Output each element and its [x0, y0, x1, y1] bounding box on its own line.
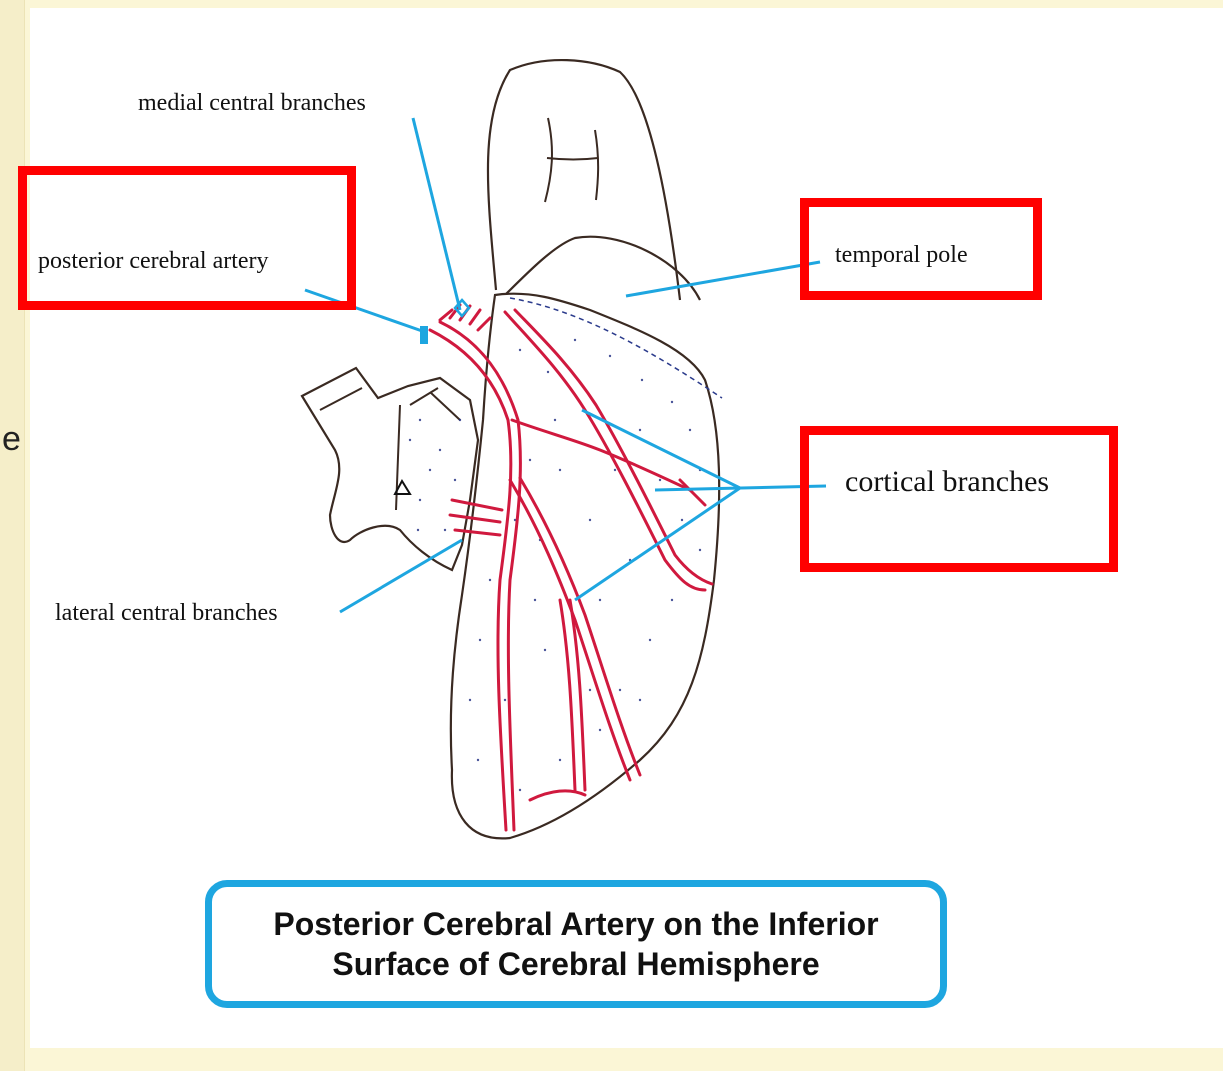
olfactory-sulcus [545, 118, 598, 202]
caption-line-2: Surface of Cerebral Hemisphere [332, 944, 819, 984]
highlight-box-cortical-branches [800, 426, 1118, 572]
leader-medial-central [413, 118, 460, 310]
pca-marker-icon [420, 326, 428, 344]
leader-temporal-pole [626, 262, 820, 296]
leader-lateral-central [340, 540, 462, 612]
brainstem-outline [302, 368, 478, 570]
highlight-box-posterior-cerebral-artery [18, 166, 356, 310]
frontal-lobe-outline [488, 60, 680, 300]
label-posterior-cerebral-artery: posterior cerebral artery [38, 248, 269, 275]
label-cortical-branches: cortical branches [845, 465, 1049, 499]
diagram-caption: Posterior Cerebral Artery on the Inferio… [205, 880, 947, 1008]
temporal-pole-outline [500, 237, 700, 300]
caption-line-1: Posterior Cerebral Artery on the Inferio… [273, 904, 878, 944]
label-medial-central-branches: medial central branches [138, 90, 366, 117]
label-temporal-pole: temporal pole [835, 242, 968, 269]
label-lateral-central-branches: lateral central branches [55, 600, 278, 627]
